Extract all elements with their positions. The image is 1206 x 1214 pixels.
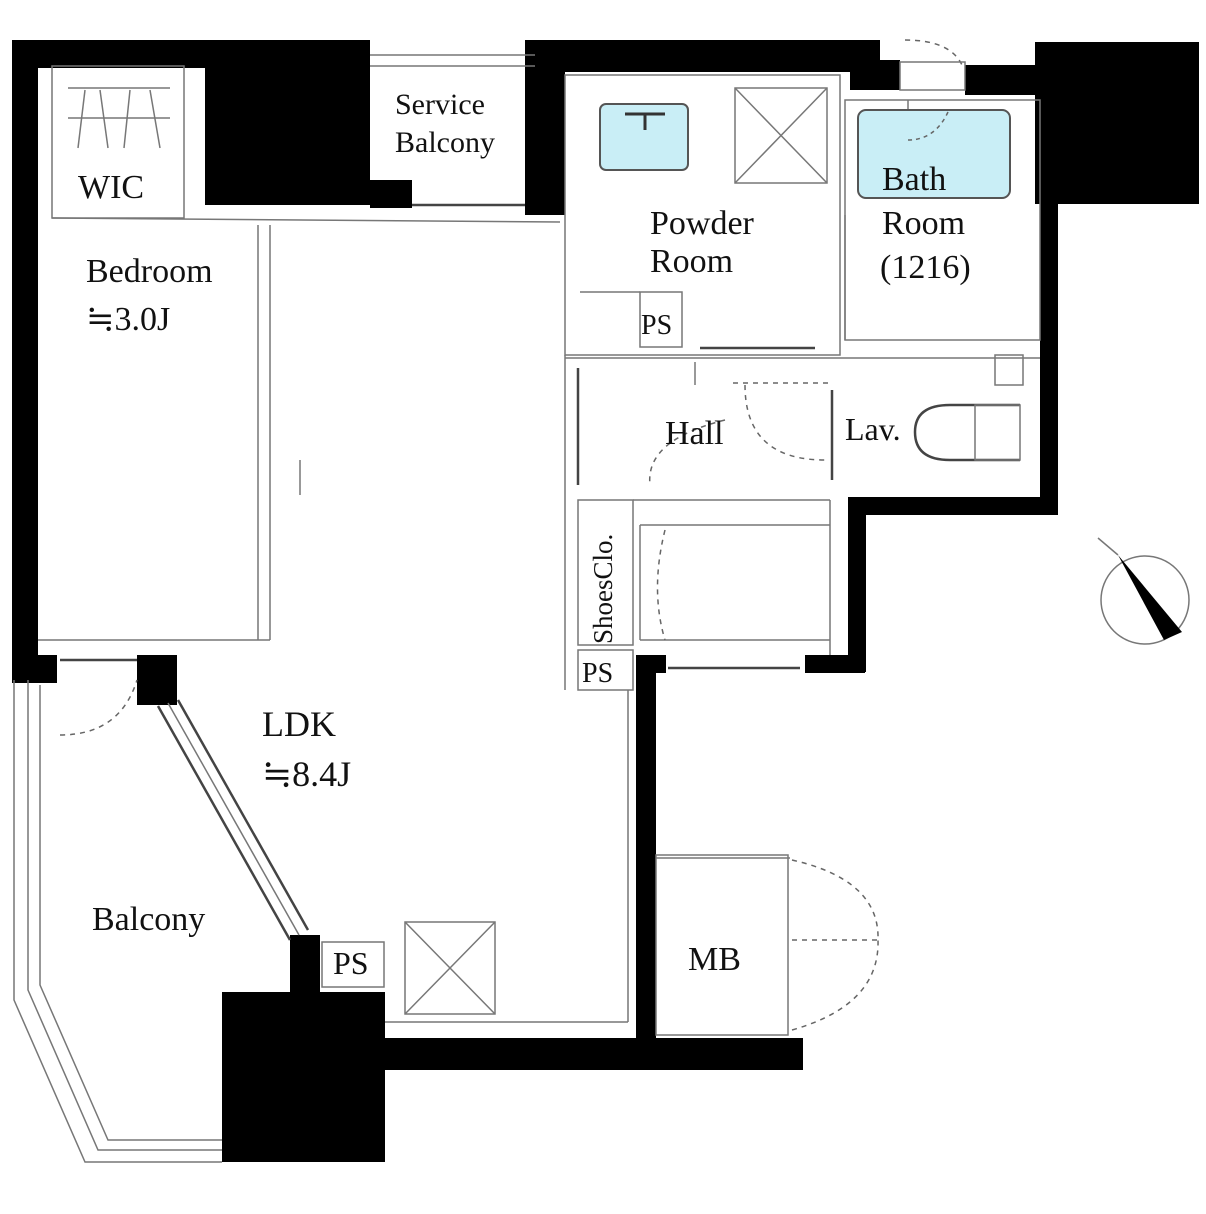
north-arrow-icon xyxy=(1097,537,1190,645)
balcony-label: Balcony xyxy=(92,901,205,938)
bath-room-label-2: Room xyxy=(882,205,965,242)
mb-label: MB xyxy=(688,941,741,978)
bathtub xyxy=(857,109,1011,199)
bath-room-size: (1216) xyxy=(880,249,971,286)
wic-label: WIC xyxy=(78,169,144,206)
bedroom-label: Bedroom xyxy=(86,253,213,290)
shoes-closet-label: ShoesClo. xyxy=(588,534,618,644)
powder-room-label-2: Room xyxy=(650,243,733,280)
interior-lines xyxy=(13,39,1041,1163)
lav-label: Lav. xyxy=(845,411,901,447)
ps-powder-label: PS xyxy=(641,310,672,341)
hall-label: Hall xyxy=(665,415,724,452)
powder-room-label-1: Powder xyxy=(650,205,755,242)
ldk-area: ≒8.4J xyxy=(262,754,351,794)
bedroom-area: ≒3.0J xyxy=(86,301,170,338)
ps-ldk-label: PS xyxy=(333,945,369,981)
service-balcony-label-2: Balcony xyxy=(395,126,495,159)
ps-shoes-label: PS xyxy=(582,658,613,689)
wash-basin xyxy=(599,103,689,171)
bath-room-label-1: Bath xyxy=(882,161,946,198)
walls xyxy=(12,40,1199,1162)
fixtures xyxy=(599,103,1011,199)
room-labels: WIC Service Balcony Powder Room Bath Roo… xyxy=(78,88,971,981)
service-balcony-label-1: Service xyxy=(395,88,485,121)
ldk-label: LDK xyxy=(262,704,336,744)
